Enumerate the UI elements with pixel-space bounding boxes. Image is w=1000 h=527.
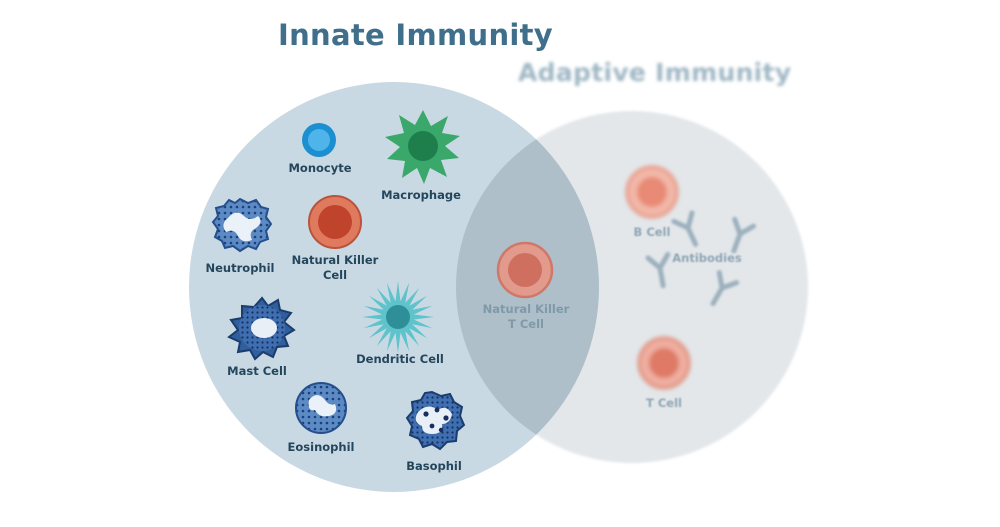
adaptive-immunity-title: Adaptive Immunity bbox=[518, 58, 792, 87]
eosinophil-label: Eosinophil bbox=[287, 440, 355, 454]
natural-killer-cell-label: Natural Killer Cell bbox=[292, 253, 379, 283]
b-cell-icon bbox=[625, 165, 679, 219]
dendritic-cell-nucleus bbox=[386, 305, 410, 329]
natural-killer-cell-icon bbox=[308, 195, 362, 249]
monocyte-label: Monocyte bbox=[288, 161, 352, 175]
mast-cell-icon bbox=[227, 296, 296, 361]
basophil-icon bbox=[405, 390, 466, 451]
basophil-label: Basophil bbox=[406, 459, 462, 473]
t-cell-icon bbox=[637, 336, 691, 390]
antibodies-icon bbox=[645, 210, 757, 307]
dendritic-cell-icon bbox=[362, 281, 434, 353]
natural-killer-t-cell-icon bbox=[496, 241, 554, 299]
natural-killer-t-cell-label: Natural Killer T Cell bbox=[483, 302, 570, 332]
natural-killer-t-cell-label-line2: T Cell bbox=[508, 317, 544, 331]
b-cell-label: B Cell bbox=[633, 225, 671, 239]
neutrophil-label: Neutrophil bbox=[205, 261, 275, 275]
macrophage-label: Macrophage bbox=[381, 188, 461, 202]
natural-killer-cell-label-line1: Natural Killer bbox=[291, 253, 379, 267]
natural-killer-t-cell-label-line1: Natural Killer bbox=[482, 302, 570, 316]
macrophage-icon bbox=[385, 110, 460, 184]
natural-killer-cell-label-line2: Cell bbox=[322, 268, 348, 282]
overlap-region bbox=[456, 111, 599, 463]
mast-cell-label: Mast Cell bbox=[227, 364, 287, 378]
t-cell-label: T Cell bbox=[646, 396, 682, 410]
eosinophil-icon bbox=[295, 382, 347, 434]
dendritic-cell-label: Dendritic Cell bbox=[356, 352, 444, 366]
neutrophil-icon bbox=[211, 197, 273, 253]
monocyte-icon bbox=[302, 123, 336, 157]
innate-immunity-title: Innate Immunity bbox=[278, 18, 554, 52]
antibodies-label: Antibodies bbox=[672, 251, 742, 265]
